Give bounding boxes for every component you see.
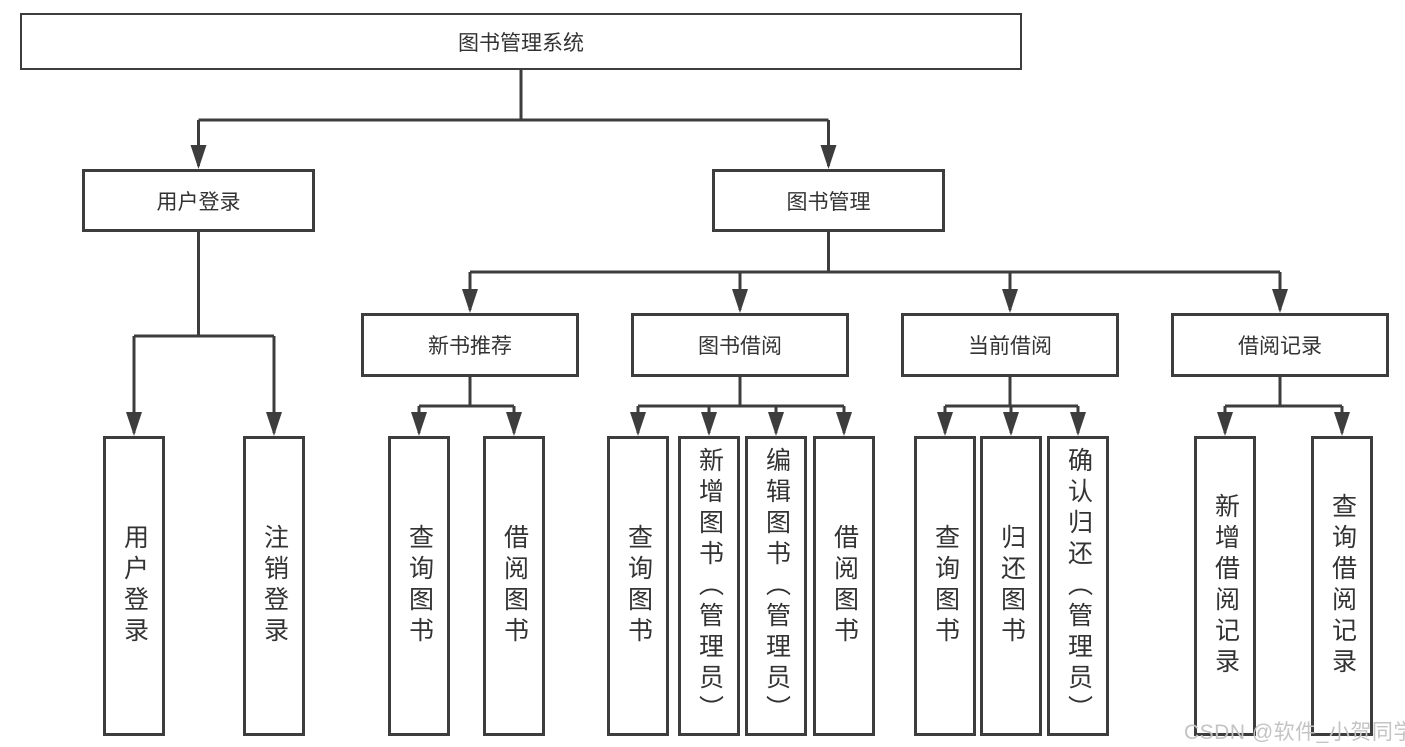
leaf-borrow-books-recommend: 借阅图书 xyxy=(483,436,545,736)
leaf-query-borrow-record: 查询借阅记录 xyxy=(1311,436,1373,736)
watermark-text: CSDN @软件_小贺同学 xyxy=(1184,721,1405,744)
arrowheads xyxy=(126,145,1350,436)
node-new-book-recommend: 新书推荐 xyxy=(361,313,579,377)
node-user-login: 用户登录 xyxy=(82,169,315,232)
leaf-borrow-books: 借阅图书 xyxy=(813,436,875,736)
leaf-return-books: 归还图书 xyxy=(980,436,1042,736)
node-current-borrow: 当前借阅 xyxy=(901,313,1119,377)
leaf-add-borrow-record: 新增借阅记录 xyxy=(1194,436,1256,736)
leaf-add-books-admin: 新增图书（管理员） xyxy=(678,436,740,736)
leaf-query-books-recommend: 查询图书 xyxy=(388,436,450,736)
leaf-user-login: 用户登录 xyxy=(103,436,165,736)
node-root: 图书管理系统 xyxy=(20,13,1022,70)
node-book-management: 图书管理 xyxy=(712,169,945,232)
leaf-query-books-current: 查询图书 xyxy=(914,436,976,736)
node-borrow-records: 借阅记录 xyxy=(1171,313,1389,377)
leaf-query-books-borrow: 查询图书 xyxy=(607,436,669,736)
node-book-borrow: 图书借阅 xyxy=(631,313,849,377)
leaf-logout: 注销登录 xyxy=(243,436,305,736)
leaf-edit-books-admin: 编辑图书（管理员） xyxy=(745,436,807,736)
leaf-confirm-return-admin: 确认归还（管理员） xyxy=(1047,436,1109,736)
